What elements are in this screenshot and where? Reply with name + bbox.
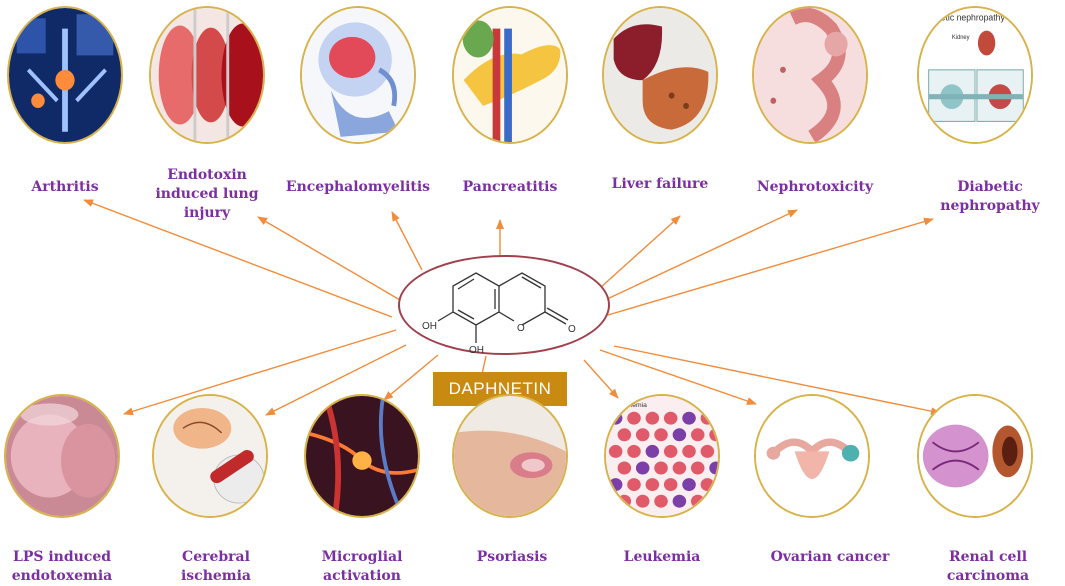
brain-vessel-icon xyxy=(152,394,268,518)
disease-label-arthritis: Arthritis xyxy=(31,179,99,195)
disease-label-encephalomyelitis: Encephalomyelitis xyxy=(285,179,431,195)
arrow-to-diabetic-nephropathy xyxy=(607,217,934,316)
pancreas-icon xyxy=(452,6,568,144)
skeleton-xray-icon xyxy=(7,6,123,144)
arrow-to-liver-failure xyxy=(599,215,681,289)
arrow-to-lps-endotoxemia xyxy=(123,329,397,416)
arrow-to-leukemia xyxy=(583,359,619,399)
center-ellipse xyxy=(398,255,610,355)
kidney-tissue-icon xyxy=(752,6,868,144)
daphnetin-structure: OH OH O O xyxy=(422,272,576,355)
disease-label-microglial-activation: Microglial activation xyxy=(321,549,403,584)
oh-label-1: OH xyxy=(422,321,437,332)
liver-icon xyxy=(602,6,718,144)
svg-text:Kidney: Kidney xyxy=(952,35,970,41)
disease-label-pancreatitis: Pancreatitis xyxy=(462,179,558,195)
arrow-to-lung-injury xyxy=(257,216,401,301)
ring-oxygen-label: O xyxy=(517,323,525,334)
arrow-to-arthritis xyxy=(83,199,393,318)
kidney-diagram-icon: Diabetic nephropathy Kidney xyxy=(917,6,1033,144)
disease-label-diabetic-nephropathy: Diabetic nephropathy xyxy=(940,179,1040,214)
disease-label-cerebral-ischemia: Cerebral ischemia xyxy=(180,549,251,584)
neurons-icon xyxy=(304,394,420,518)
oh-label-2: OH xyxy=(469,345,484,355)
histology-kidney-icon xyxy=(917,394,1033,518)
lungs-icon xyxy=(149,6,265,144)
brain-head-icon xyxy=(300,6,416,144)
svg-text:Diabetic nephropathy: Diabetic nephropathy xyxy=(923,12,1005,22)
disease-label-renal-cell-carcinoma: Renal cell carcinoma xyxy=(946,549,1030,584)
disease-label-ovarian-cancer: Ovarian cancer xyxy=(770,549,890,565)
disease-label-psoriasis: Psoriasis xyxy=(476,549,548,565)
arrow-to-encephalomyelitis xyxy=(391,211,423,271)
uterus-ovary-icon xyxy=(754,394,870,518)
carbonyl-oxygen-label: O xyxy=(568,324,576,335)
disease-label-lung-injury: Endotoxin induced lung injury xyxy=(155,167,259,221)
arrow-to-ovarian-cancer xyxy=(599,349,757,405)
svg-text:Leukemia: Leukemia xyxy=(618,402,648,409)
arrow-to-cerebral-ischemia xyxy=(265,344,407,416)
disease-label-leukemia: Leukemia xyxy=(623,549,701,565)
arrow-to-renal-cell-carcinoma xyxy=(613,345,941,416)
disease-label-nephrotoxicity: Nephrotoxicity xyxy=(756,179,874,195)
arrow-to-microglial-activation xyxy=(383,354,439,401)
disease-label-lps-endotoxemia: LPS induced endotoxemia xyxy=(11,549,113,584)
disease-label-liver-failure: Liver failure xyxy=(611,176,709,192)
blood-cells-icon: Leukemia xyxy=(604,394,720,518)
skin-elbow-icon xyxy=(452,394,568,518)
inflamed-tissue-icon xyxy=(4,394,120,518)
arrow-to-nephrotoxicity xyxy=(604,209,798,301)
